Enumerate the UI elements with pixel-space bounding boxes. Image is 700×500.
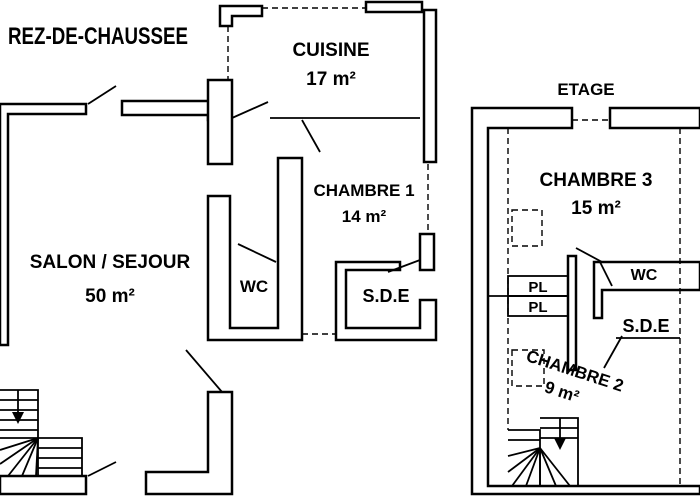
bedroom3-area: 15 m² <box>571 198 621 219</box>
wall-etage-bath-partition <box>566 254 578 372</box>
wall-etage-top-right <box>608 106 700 130</box>
upper-floor-title: ETAGE <box>557 80 614 99</box>
wall-kitchen-left <box>206 78 234 166</box>
kitchen-area: 17 m² <box>306 69 356 90</box>
wall-salon-top-left <box>0 102 88 347</box>
wall-sde-pillar <box>418 232 436 272</box>
ground-bathroom-label: S.D.E <box>362 286 409 306</box>
upper-floor-stairs <box>507 417 579 487</box>
stairs-arrow-icon <box>12 412 24 424</box>
ground-floor-labels: REZ-DE-CHAUSSEE CUISINE 17 m² CHAMBRE 1 … <box>8 23 415 307</box>
bedroom1-area: 14 m² <box>342 207 387 226</box>
ground-floor-title: REZ-DE-CHAUSSEE <box>8 23 188 50</box>
wall-salon-bottom-left <box>0 474 88 496</box>
upper-floor-placards <box>507 275 569 317</box>
wall-kitchen-top-left <box>218 4 264 28</box>
wall-etage-outer-left <box>470 106 700 496</box>
upper-wc-label: WC <box>631 267 658 284</box>
bedroom1-name: CHAMBRE 1 <box>313 181 414 200</box>
wall-salon-bottom-right <box>144 390 234 496</box>
upper-floor-walls <box>470 106 700 496</box>
upper-floor-labels: ETAGE CHAMBRE 3 15 m² WC S.D.E PL PL CHA… <box>524 80 670 406</box>
ground-wc-label: WC <box>240 277 268 296</box>
upper-bathroom-label: S.D.E <box>622 316 669 336</box>
living-room-area: 50 m² <box>85 286 135 307</box>
ground-floor-doors <box>87 85 421 477</box>
placard-label-1: PL <box>528 279 547 296</box>
ground-floor-walls <box>0 0 438 496</box>
wall-wc-block <box>206 156 304 342</box>
ground-floor-stairs <box>0 389 83 477</box>
stairs-arrow-icon-etage <box>554 438 566 450</box>
bedroom2-area: 9 m² <box>542 377 581 406</box>
placard-label-2: PL <box>528 299 547 316</box>
wall-etage-wc-partition <box>592 260 700 320</box>
ground-floor-open-boundaries <box>227 7 429 335</box>
wall-kitchen-right <box>364 0 438 164</box>
kitchen-name: CUISINE <box>292 40 369 61</box>
bedroom3-name: CHAMBRE 3 <box>540 170 653 191</box>
living-room-name: SALON / SEJOUR <box>30 252 191 273</box>
